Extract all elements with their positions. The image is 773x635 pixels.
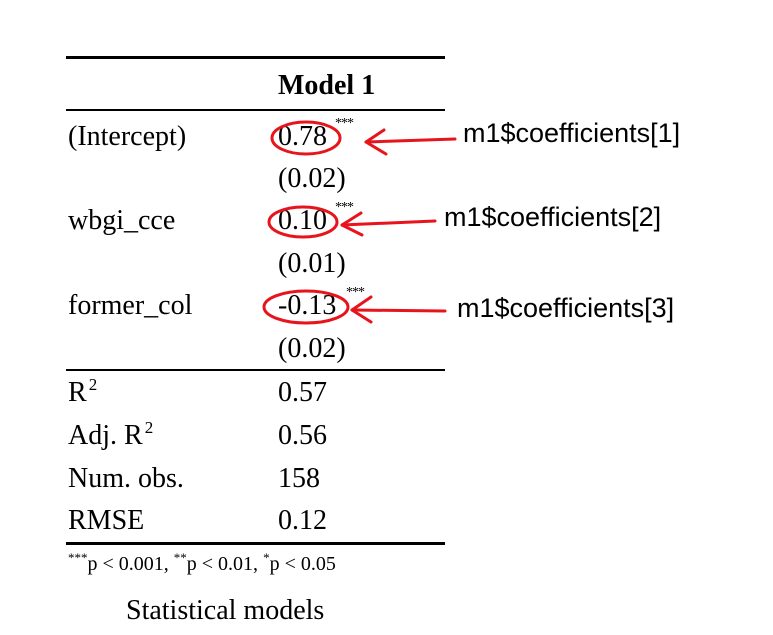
arrow-shaft-3	[350, 308, 447, 313]
table-bottom-rule	[66, 542, 445, 545]
arrow-head-3	[350, 295, 373, 324]
coef-stars-intercept: ***	[335, 116, 354, 131]
stat-label-adj-r2-superscript: 2	[144, 418, 154, 437]
table-top-rule	[66, 56, 445, 59]
column-header-model-1: Model 1	[278, 70, 376, 101]
stat-value-adj-r2: 0.56	[278, 420, 327, 451]
footnote-text-1: p < 0.001,	[87, 553, 174, 575]
coef-label-former-col: former_col	[68, 290, 193, 321]
footnote-text-2: p < 0.01,	[186, 553, 264, 575]
annotation-label-2: m1$coefficients[2]	[444, 202, 662, 232]
stat-label-r2-main: R	[68, 377, 87, 408]
arrow-shaft-2	[340, 219, 437, 227]
arrow-head-2	[340, 211, 364, 237]
table-caption: Statistical models	[126, 595, 325, 626]
footnote-stars-3: *	[263, 550, 270, 565]
stat-label-adj-r2-main: Adj. R	[68, 420, 143, 451]
arrow-shaft-1	[364, 137, 457, 144]
arrow-head-1	[364, 128, 388, 156]
footnote-text-3: p < 0.05	[269, 553, 336, 575]
coef-stars-wbgi-cce: ***	[335, 200, 354, 215]
coef-se-intercept: (0.02)	[278, 163, 346, 194]
coef-value-wbgi-cce: 0.10	[278, 205, 327, 236]
table-midrule	[66, 369, 445, 371]
coef-se-former-col: (0.02)	[278, 333, 346, 364]
coef-label-wbgi-cce: wbgi_cce	[68, 205, 176, 236]
stat-label-num-obs: Num. obs.	[68, 463, 184, 494]
footnote-stars-2: **	[173, 550, 187, 565]
coef-value-intercept: 0.78	[278, 121, 327, 152]
significance-footnote: ***p < 0.001, **p < 0.01, *p < 0.05	[68, 551, 336, 577]
annotation-label-1: m1$coefficients[1]	[463, 118, 681, 148]
coef-value-former-col: -0.13	[278, 290, 337, 321]
table-header-rule	[66, 109, 445, 111]
stat-value-rmse: 0.12	[278, 505, 327, 536]
stat-value-num-obs: 158	[278, 463, 320, 494]
annotation-label-3: m1$coefficients[3]	[457, 293, 675, 323]
coef-label-intercept: (Intercept)	[68, 121, 187, 152]
coef-stars-former-col: ***	[346, 285, 365, 300]
footnote-stars-1: ***	[68, 550, 88, 565]
stat-label-r2-superscript: 2	[88, 375, 98, 394]
coef-se-wbgi-cce: (0.01)	[278, 248, 346, 279]
stat-label-rmse: RMSE	[68, 505, 145, 536]
stat-value-r2: 0.57	[278, 377, 327, 408]
